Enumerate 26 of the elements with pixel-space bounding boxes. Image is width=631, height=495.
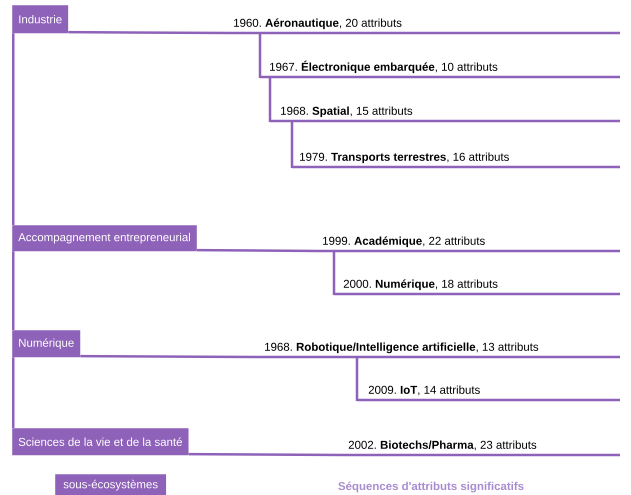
connector-line [80,354,261,358]
sequence-label: 1960. Aéronautique, 20 attributs [230,18,620,34]
sequence-label: 1999. Académique, 22 attributs [319,236,620,252]
legend-label: Séquences d'attributs significatifs [338,482,524,492]
connector-line [290,121,294,168]
connector-line [12,251,14,330]
sequence-label: 1968. Robotique/Intelligence artificielle, 13 attributs [261,342,620,358]
sequence-label: 1968. Spatial, 15 attributs [270,106,620,122]
connector-line [197,248,320,252]
connector-line [332,251,336,295]
sequence-label: 2009. IoT, 14 attributs [357,386,620,402]
connector-line [68,30,230,34]
connector-line [258,33,262,78]
sequence-label: 2002. Biotechs/Pharma, 23 attributs [345,440,620,456]
sequence-label: 1979. Transports terrestres, 16 attributs [292,152,620,168]
category-box: Sciences de la vie et de la santé [12,428,189,456]
sequence-label: 2000. Numérique, 18 attributs [334,279,620,296]
connector-line [356,357,358,401]
category-box: Numérique [12,330,80,358]
connector-line [12,357,14,428]
connector-line [188,452,346,456]
connector-line [268,77,272,122]
category-box: Industrie [12,5,68,34]
connector-line [12,33,14,225]
sequence-label: 1967. Électronique embarquée, 10 attributs [260,60,620,78]
category-box: Accompagnement entrepreneurial [12,225,197,252]
